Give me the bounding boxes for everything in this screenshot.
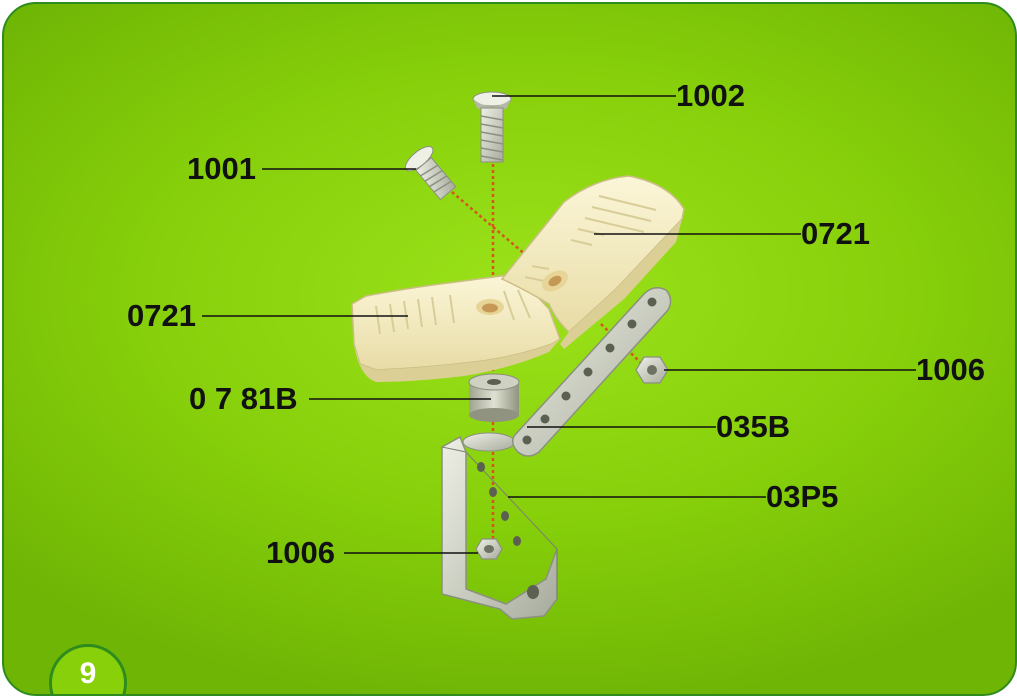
guide-lines (451, 164, 643, 559)
part-label-0721-right: 0721 (801, 216, 870, 251)
part-label-spacer: 0 7 81B (189, 381, 298, 416)
part-label-1006-right: 1006 (916, 352, 985, 387)
exploded-assembly-diagram (202, 91, 916, 620)
screw-icon (404, 146, 457, 201)
pedal-plate-icon (351, 273, 561, 382)
metal-strip-icon (511, 287, 672, 457)
washer-icon (462, 432, 516, 452)
part-label-1002: 1002 (676, 78, 745, 113)
hex-nut-icon (635, 356, 669, 384)
part-label-0721-left: 0721 (127, 298, 196, 333)
leader-lines (202, 95, 916, 554)
hex-nut-icon (475, 538, 503, 560)
part-label-03P5: 03P5 (766, 479, 839, 514)
part-label-1001: 1001 (187, 151, 256, 186)
diagonal-guide-line (451, 191, 555, 280)
spacer-icon (468, 373, 520, 422)
screw-icon (472, 91, 512, 163)
step-number: 9 (79, 657, 97, 690)
part-label-1006-bottom: 1006 (266, 535, 335, 570)
bracket-icon (441, 435, 558, 620)
pedal-plate-icon (500, 175, 685, 349)
part-label-035B: 035B (716, 409, 791, 444)
